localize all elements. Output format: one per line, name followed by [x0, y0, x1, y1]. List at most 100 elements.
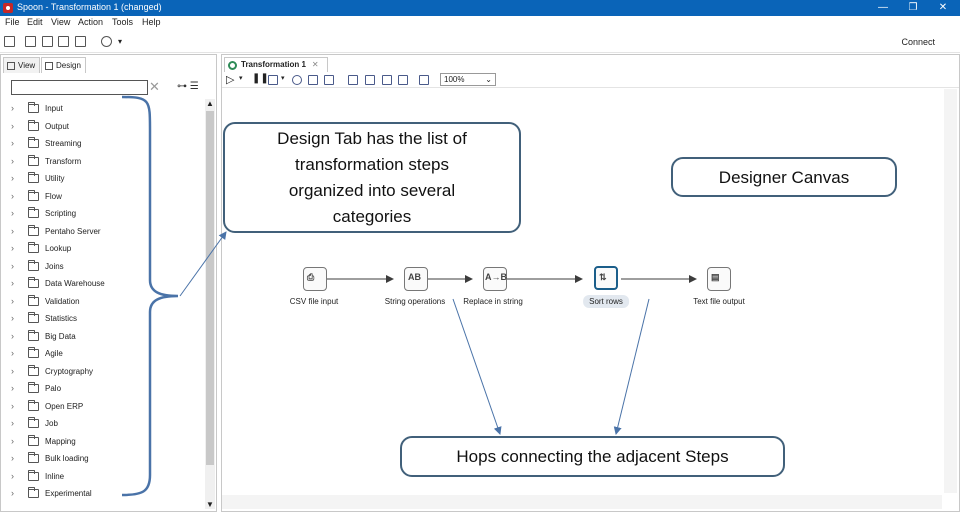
restore-button[interactable]: ❐	[908, 2, 918, 13]
folder-icon	[28, 189, 39, 201]
tree-item-palo[interactable]: ›Palo	[1, 381, 201, 398]
tree-item-streaming[interactable]: ›Streaming	[1, 136, 201, 153]
scroll-up-icon[interactable]: ▲	[206, 99, 214, 108]
menu-action[interactable]: Action	[78, 17, 104, 27]
view-tab-icon	[7, 62, 15, 70]
tree-item-data-warehouse[interactable]: ›Data Warehouse	[1, 276, 201, 293]
tree-item-inline[interactable]: ›Inline	[1, 469, 201, 486]
save-icon[interactable]	[58, 36, 69, 47]
verify-icon[interactable]	[348, 75, 358, 85]
pause-icon[interactable]: ❚❚	[252, 73, 269, 84]
tree-item-agile[interactable]: ›Agile	[1, 346, 201, 363]
tree-item-scripting[interactable]: ›Scripting	[1, 206, 201, 223]
chevron-right-icon[interactable]: ›	[11, 470, 14, 481]
window-title: Spoon - Transformation 1 (changed)	[17, 2, 162, 12]
chevron-right-icon[interactable]: ›	[11, 243, 14, 253]
tree-item-cryptography[interactable]: ›Cryptography	[1, 364, 201, 381]
tree-item-open-erp[interactable]: ›Open ERP	[1, 399, 201, 416]
menu-view[interactable]: View	[51, 17, 71, 27]
tab-view[interactable]: View	[3, 57, 41, 73]
chevron-right-icon[interactable]: ›	[11, 103, 14, 113]
step-csv-file-input[interactable]: ⎙	[303, 267, 327, 291]
zoom-select[interactable]: 100%⌄	[440, 73, 496, 86]
chevron-right-icon[interactable]: ›	[11, 365, 14, 376]
preview-icon[interactable]	[292, 75, 302, 85]
tree-item-job[interactable]: ›Job	[1, 416, 201, 433]
chevron-right-icon[interactable]: ›	[11, 435, 14, 446]
chevron-right-icon[interactable]: ›	[11, 348, 14, 358]
menu-edit[interactable]: Edit	[27, 17, 43, 27]
chevron-right-icon[interactable]: ›	[11, 418, 14, 428]
show-results-icon[interactable]	[419, 75, 429, 85]
tree-item-big-data[interactable]: ›Big Data	[1, 329, 201, 346]
open-file-icon[interactable]	[25, 36, 36, 47]
chevron-right-icon[interactable]: ›	[11, 138, 14, 148]
step-string-operations[interactable]: AB	[404, 267, 428, 291]
menu-help[interactable]: Help	[142, 17, 161, 27]
run-icon[interactable]: ▷	[226, 74, 235, 86]
canvas-horizontal-scrollbar[interactable]	[222, 495, 942, 509]
chevron-right-icon[interactable]: ›	[11, 400, 14, 411]
steps-search-input[interactable]	[11, 80, 148, 95]
tree-scroll-thumb[interactable]	[206, 111, 214, 465]
explore-repository-icon[interactable]	[42, 36, 53, 47]
tree-item-input[interactable]: ›Input	[1, 101, 201, 118]
connect-button[interactable]: Connect	[901, 37, 935, 47]
run-dropdown-icon[interactable]: ▾	[239, 75, 243, 82]
stop-dropdown-icon[interactable]: ▾	[281, 75, 285, 82]
step-replace-in-string[interactable]: A→B	[483, 267, 507, 291]
chevron-right-icon[interactable]: ›	[11, 453, 14, 463]
tab-design[interactable]: Design	[41, 57, 86, 73]
close-tab-icon[interactable]: ✕	[311, 60, 319, 69]
new-file-icon[interactable]	[4, 36, 15, 47]
impact-icon[interactable]	[365, 75, 375, 85]
chevron-right-icon[interactable]: ›	[11, 313, 14, 323]
chevron-right-icon[interactable]: ›	[11, 330, 14, 341]
tree-item-statistics[interactable]: ›Statistics	[1, 311, 201, 328]
scroll-down-icon[interactable]: ▼	[206, 500, 214, 509]
tree-item-transform[interactable]: ›Transform	[1, 154, 201, 171]
debug-icon[interactable]	[308, 75, 318, 85]
menu-tools[interactable]: Tools	[112, 17, 134, 27]
tree-item-output[interactable]: ›Output	[1, 119, 201, 136]
chevron-right-icon[interactable]: ›	[11, 190, 14, 201]
replay-icon[interactable]	[324, 75, 334, 85]
tree-scrollbar[interactable]: ▲ ▼	[205, 99, 215, 509]
layers-icon[interactable]	[101, 36, 112, 47]
sort-rows-icon: ⇅	[599, 272, 607, 282]
clear-search-icon[interactable]: ✕	[149, 79, 160, 94]
tree-item-experimental[interactable]: ›Experimental	[1, 486, 201, 503]
main-toolbar: ▾ Connect	[0, 31, 960, 53]
stop-icon[interactable]	[268, 75, 278, 85]
chevron-right-icon[interactable]: ›	[11, 488, 14, 498]
tree-item-lookup[interactable]: ›Lookup	[1, 241, 201, 258]
tab-transformation[interactable]: Transformation 1✕	[224, 57, 328, 72]
chevron-right-icon[interactable]: ›	[11, 225, 14, 236]
tree-item-mapping[interactable]: ›Mapping	[1, 434, 201, 451]
chevron-right-icon[interactable]: ›	[11, 155, 14, 166]
close-window-button[interactable]: ✕	[938, 2, 948, 13]
tree-view-toggle-icons[interactable]: ⊶ ☰	[177, 81, 199, 92]
tree-item-validation[interactable]: ›Validation	[1, 294, 201, 311]
canvas-vertical-scrollbar[interactable]	[944, 89, 957, 493]
chevron-right-icon[interactable]: ›	[11, 173, 14, 183]
step-text-file-output[interactable]: ▤	[707, 267, 731, 291]
chevron-right-icon[interactable]: ›	[11, 295, 14, 306]
tree-item-utility[interactable]: ›Utility	[1, 171, 201, 188]
chevron-right-icon[interactable]: ›	[11, 383, 14, 393]
menu-file[interactable]: File	[5, 17, 20, 27]
save-as-icon[interactable]	[75, 36, 86, 47]
tree-item-flow[interactable]: ›Flow	[1, 189, 201, 206]
chevron-right-icon[interactable]: ›	[11, 278, 14, 288]
chevron-right-icon[interactable]: ›	[11, 260, 14, 271]
layers-dropdown-icon[interactable]: ▾	[118, 37, 123, 46]
chevron-right-icon[interactable]: ›	[11, 208, 14, 218]
chevron-right-icon[interactable]: ›	[11, 120, 14, 131]
explore-db-icon[interactable]	[398, 75, 408, 85]
step-sort-rows[interactable]: ⇅	[594, 266, 618, 290]
tree-item-joins[interactable]: ›Joins	[1, 259, 201, 276]
tree-item-pentaho-server[interactable]: ›Pentaho Server	[1, 224, 201, 241]
tree-item-bulk-loading[interactable]: ›Bulk loading	[1, 451, 201, 468]
minimize-button[interactable]: —	[878, 2, 888, 13]
sql-icon[interactable]	[382, 75, 392, 85]
